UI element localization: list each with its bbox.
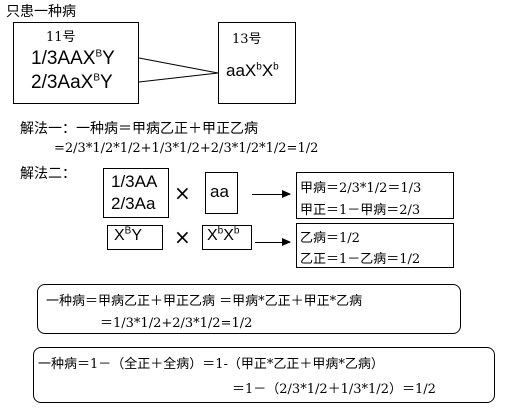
row2-left-box: XBY — [107, 225, 163, 250]
row1-result-line2: 甲正＝1－甲病＝2/3 — [300, 203, 421, 218]
summary-a-line2: ＝1/3*1/2+2/3*1/2=1/2 — [100, 316, 253, 331]
row1-left-box: 1/3AA 2/3Aa — [103, 168, 169, 218]
row2-result-line1: 乙病＝1/2 — [300, 231, 360, 246]
individual-11-genotype-1: 1/3AAXBY — [31, 48, 115, 69]
individual-13-box: 13号 aaXbXb — [218, 22, 296, 104]
heading: 只患一种病 — [6, 4, 76, 20]
summary-a-line1: 一种病＝甲病乙正＋甲正乙病 ＝甲病*乙正＋甲正*乙病 — [46, 294, 363, 309]
summary-box-a: 一种病＝甲病乙正＋甲正乙病 ＝甲病*乙正＋甲正*乙病 ＝1/3*1/2+2/3*… — [37, 284, 461, 334]
individual-11-box: 11号 1/3AAXBY 2/3AaXBY — [13, 22, 139, 104]
row2-result-box: 乙病＝1/2 乙正＝1－乙病＝1/2 — [296, 223, 454, 268]
summary-box-b: 一种病＝1－（全正＋全病）＝1-（甲正*乙正＋甲病*乙病） ＝1－（2/3*1/… — [33, 347, 495, 403]
row1-arrow — [252, 190, 291, 198]
individual-11-label: 11号 — [46, 30, 76, 45]
individual-11-genotype-2: 2/3AaXBY — [31, 72, 113, 93]
summary-b-line2: ＝1－（2/3*1/2＋1/3*1/2）＝1/2 — [232, 382, 436, 397]
method1-calc: =2/3*1/2*1/2+1/3*1/2+2/3*1/2*1/2=1/2 — [54, 141, 319, 156]
row1-result-line1: 甲病＝2/3*1/2＝1/3 — [300, 181, 422, 196]
individual-13-genotype: aaXbXb — [226, 61, 279, 80]
row2-arrow — [255, 238, 291, 246]
row2-right-genotype: XbXb — [207, 225, 240, 244]
method2-title: 解法二： — [20, 166, 76, 182]
row1-right-genotype: aa — [210, 182, 229, 201]
row1-result-box: 甲病＝2/3*1/2＝1/3 甲正＝1－甲病＝2/3 — [296, 172, 454, 219]
row1-times-sign: × — [174, 181, 191, 205]
summary-b-line1: 一种病＝1－（全正＋全病）＝1-（甲正*乙正＋甲病*乙病） — [38, 357, 384, 372]
individual-13-label: 13号 — [232, 32, 262, 47]
row2-right-box: XbXb — [202, 225, 252, 250]
row1-left-line1: 1/3AA — [111, 172, 158, 191]
row1-left-line2: 2/3Aa — [111, 194, 156, 213]
row2-times-sign: × — [174, 225, 191, 249]
row2-left-genotype: XBY — [114, 225, 143, 244]
method1-title: 解法一：一种病＝甲病乙正＋甲正乙病 — [20, 121, 258, 137]
row1-right-box: aa — [205, 172, 238, 214]
row2-result-line2: 乙正＝1－乙病＝1/2 — [300, 252, 421, 267]
